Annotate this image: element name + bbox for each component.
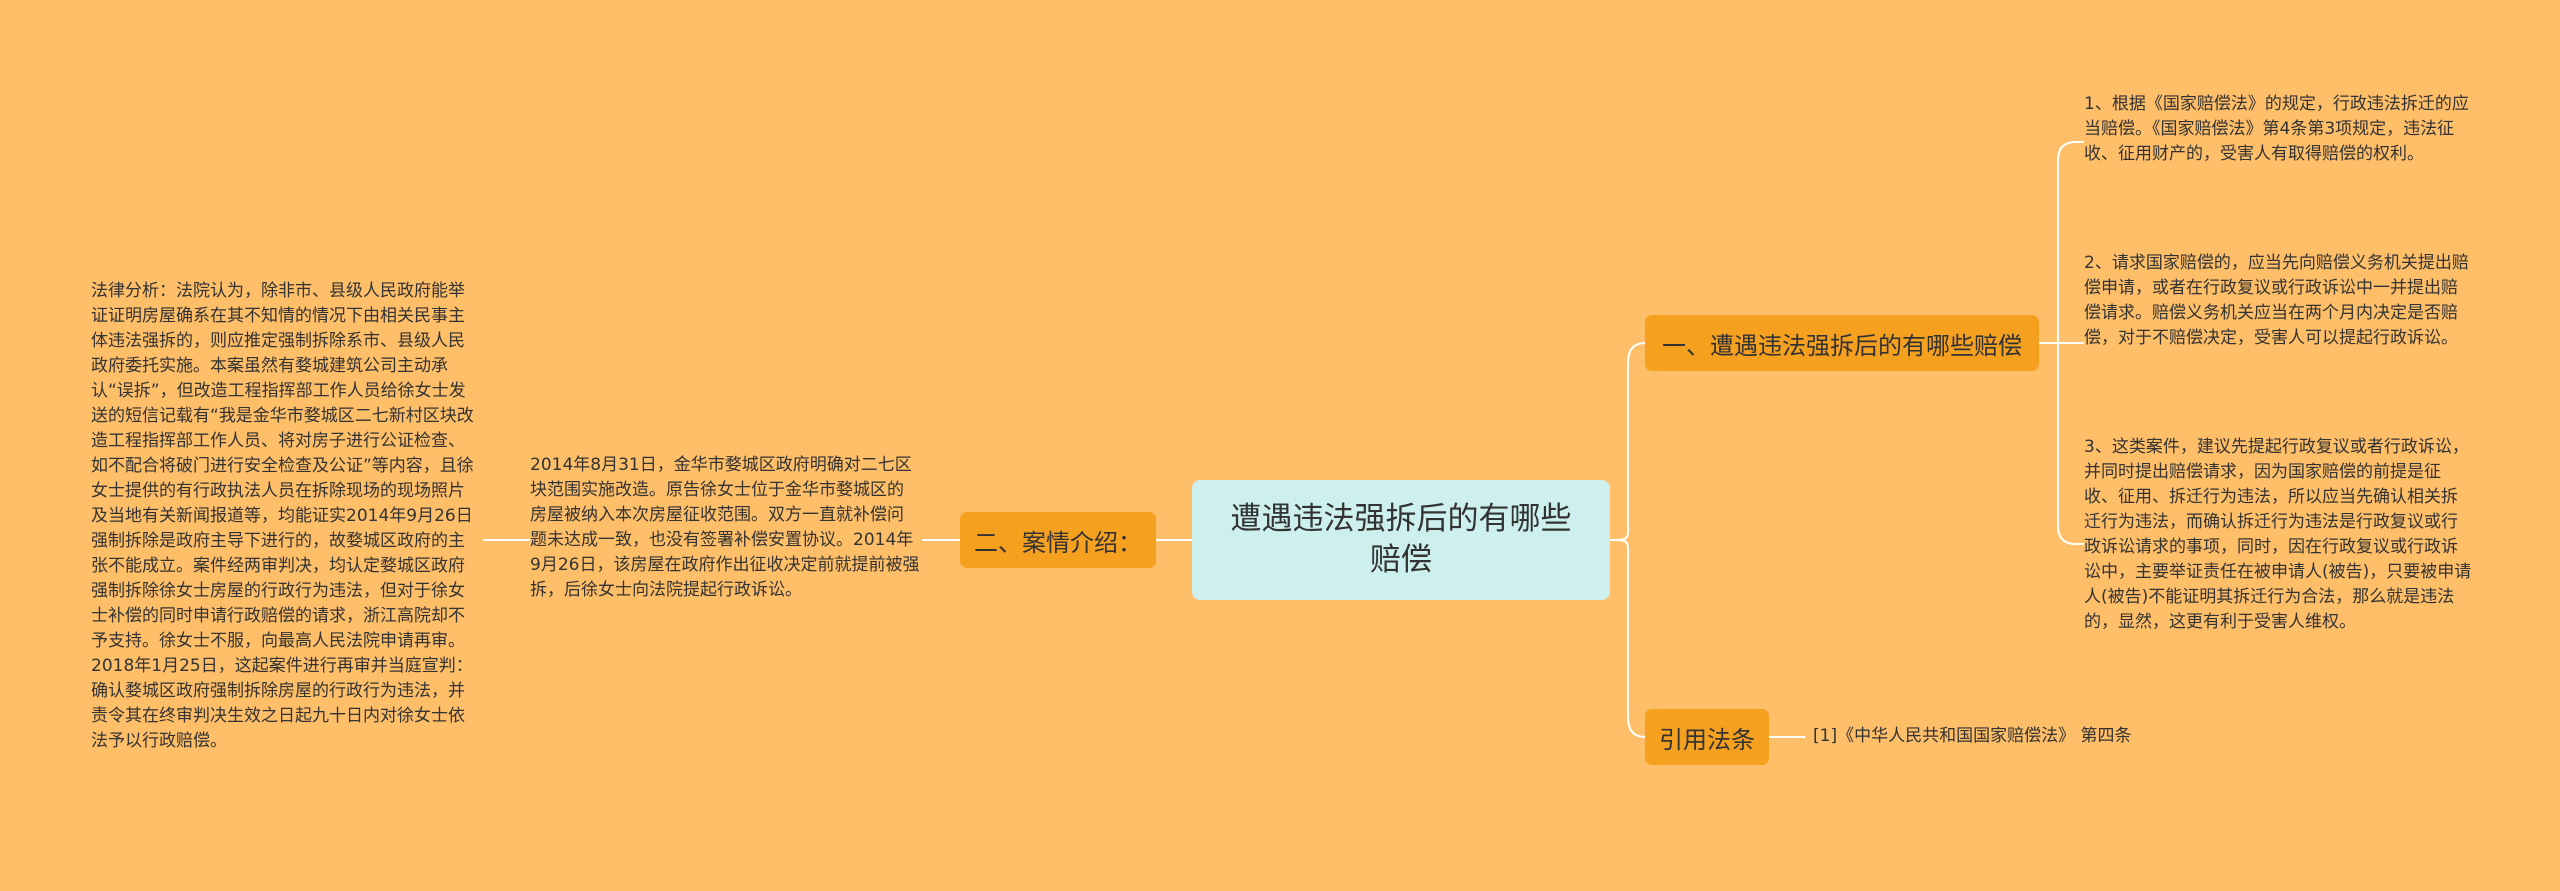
- leaf-compensation-item-1: 1、根据《国家赔偿法》的规定，行政违法拆迁的应当赔偿。《国家赔偿法》第4条第3项…: [2084, 94, 2469, 164]
- branch-compensation[interactable]: 一、遭遇违法强拆后的有哪些赔偿: [1645, 315, 2039, 371]
- branch-case-intro-label: 二、案情介绍：: [974, 528, 1142, 557]
- connector-comp-item3: [2057, 343, 2084, 545]
- leaf-legal-analysis: 法律分析：法院认为，除非市、县级人民政府能举证证明房屋确系在其不知情的情况下由相…: [91, 281, 474, 751]
- leaf-case-facts: 2014年8月31日，金华市婺城区政府明确对二七区块范围实施改造。原告徐女士位于…: [530, 455, 920, 600]
- connector-root-law: [1609, 539, 1646, 738]
- leaf-law-reference: [1]《中华人民共和国国家赔偿法》 第四条: [1813, 726, 2132, 746]
- branch-law-citation[interactable]: 引用法条: [1645, 709, 1769, 765]
- root-node[interactable]: 遭遇违法强拆后的有哪些赔偿: [1192, 480, 1610, 600]
- leaf-compensation-item-3: 3、这类案件，建议先提起行政复议或者行政诉讼，并同时提出赔偿请求，因为国家赔偿的…: [2084, 437, 2472, 632]
- branch-law-citation-label: 引用法条: [1659, 725, 1755, 754]
- connector-comp-item1: [2057, 141, 2084, 343]
- leaf-compensation-item-2: 2、请求国家赔偿的，应当先向赔偿义务机关提出赔偿申请，或者在行政复议或行政诉讼中…: [2084, 253, 2469, 348]
- connector-root-compensation: [1609, 342, 1646, 541]
- branch-compensation-label: 一、遭遇违法强拆后的有哪些赔偿: [1662, 331, 2022, 360]
- root-title: 遭遇违法强拆后的有哪些赔偿: [1230, 501, 1572, 578]
- branch-case-intro[interactable]: 二、案情介绍：: [960, 512, 1156, 568]
